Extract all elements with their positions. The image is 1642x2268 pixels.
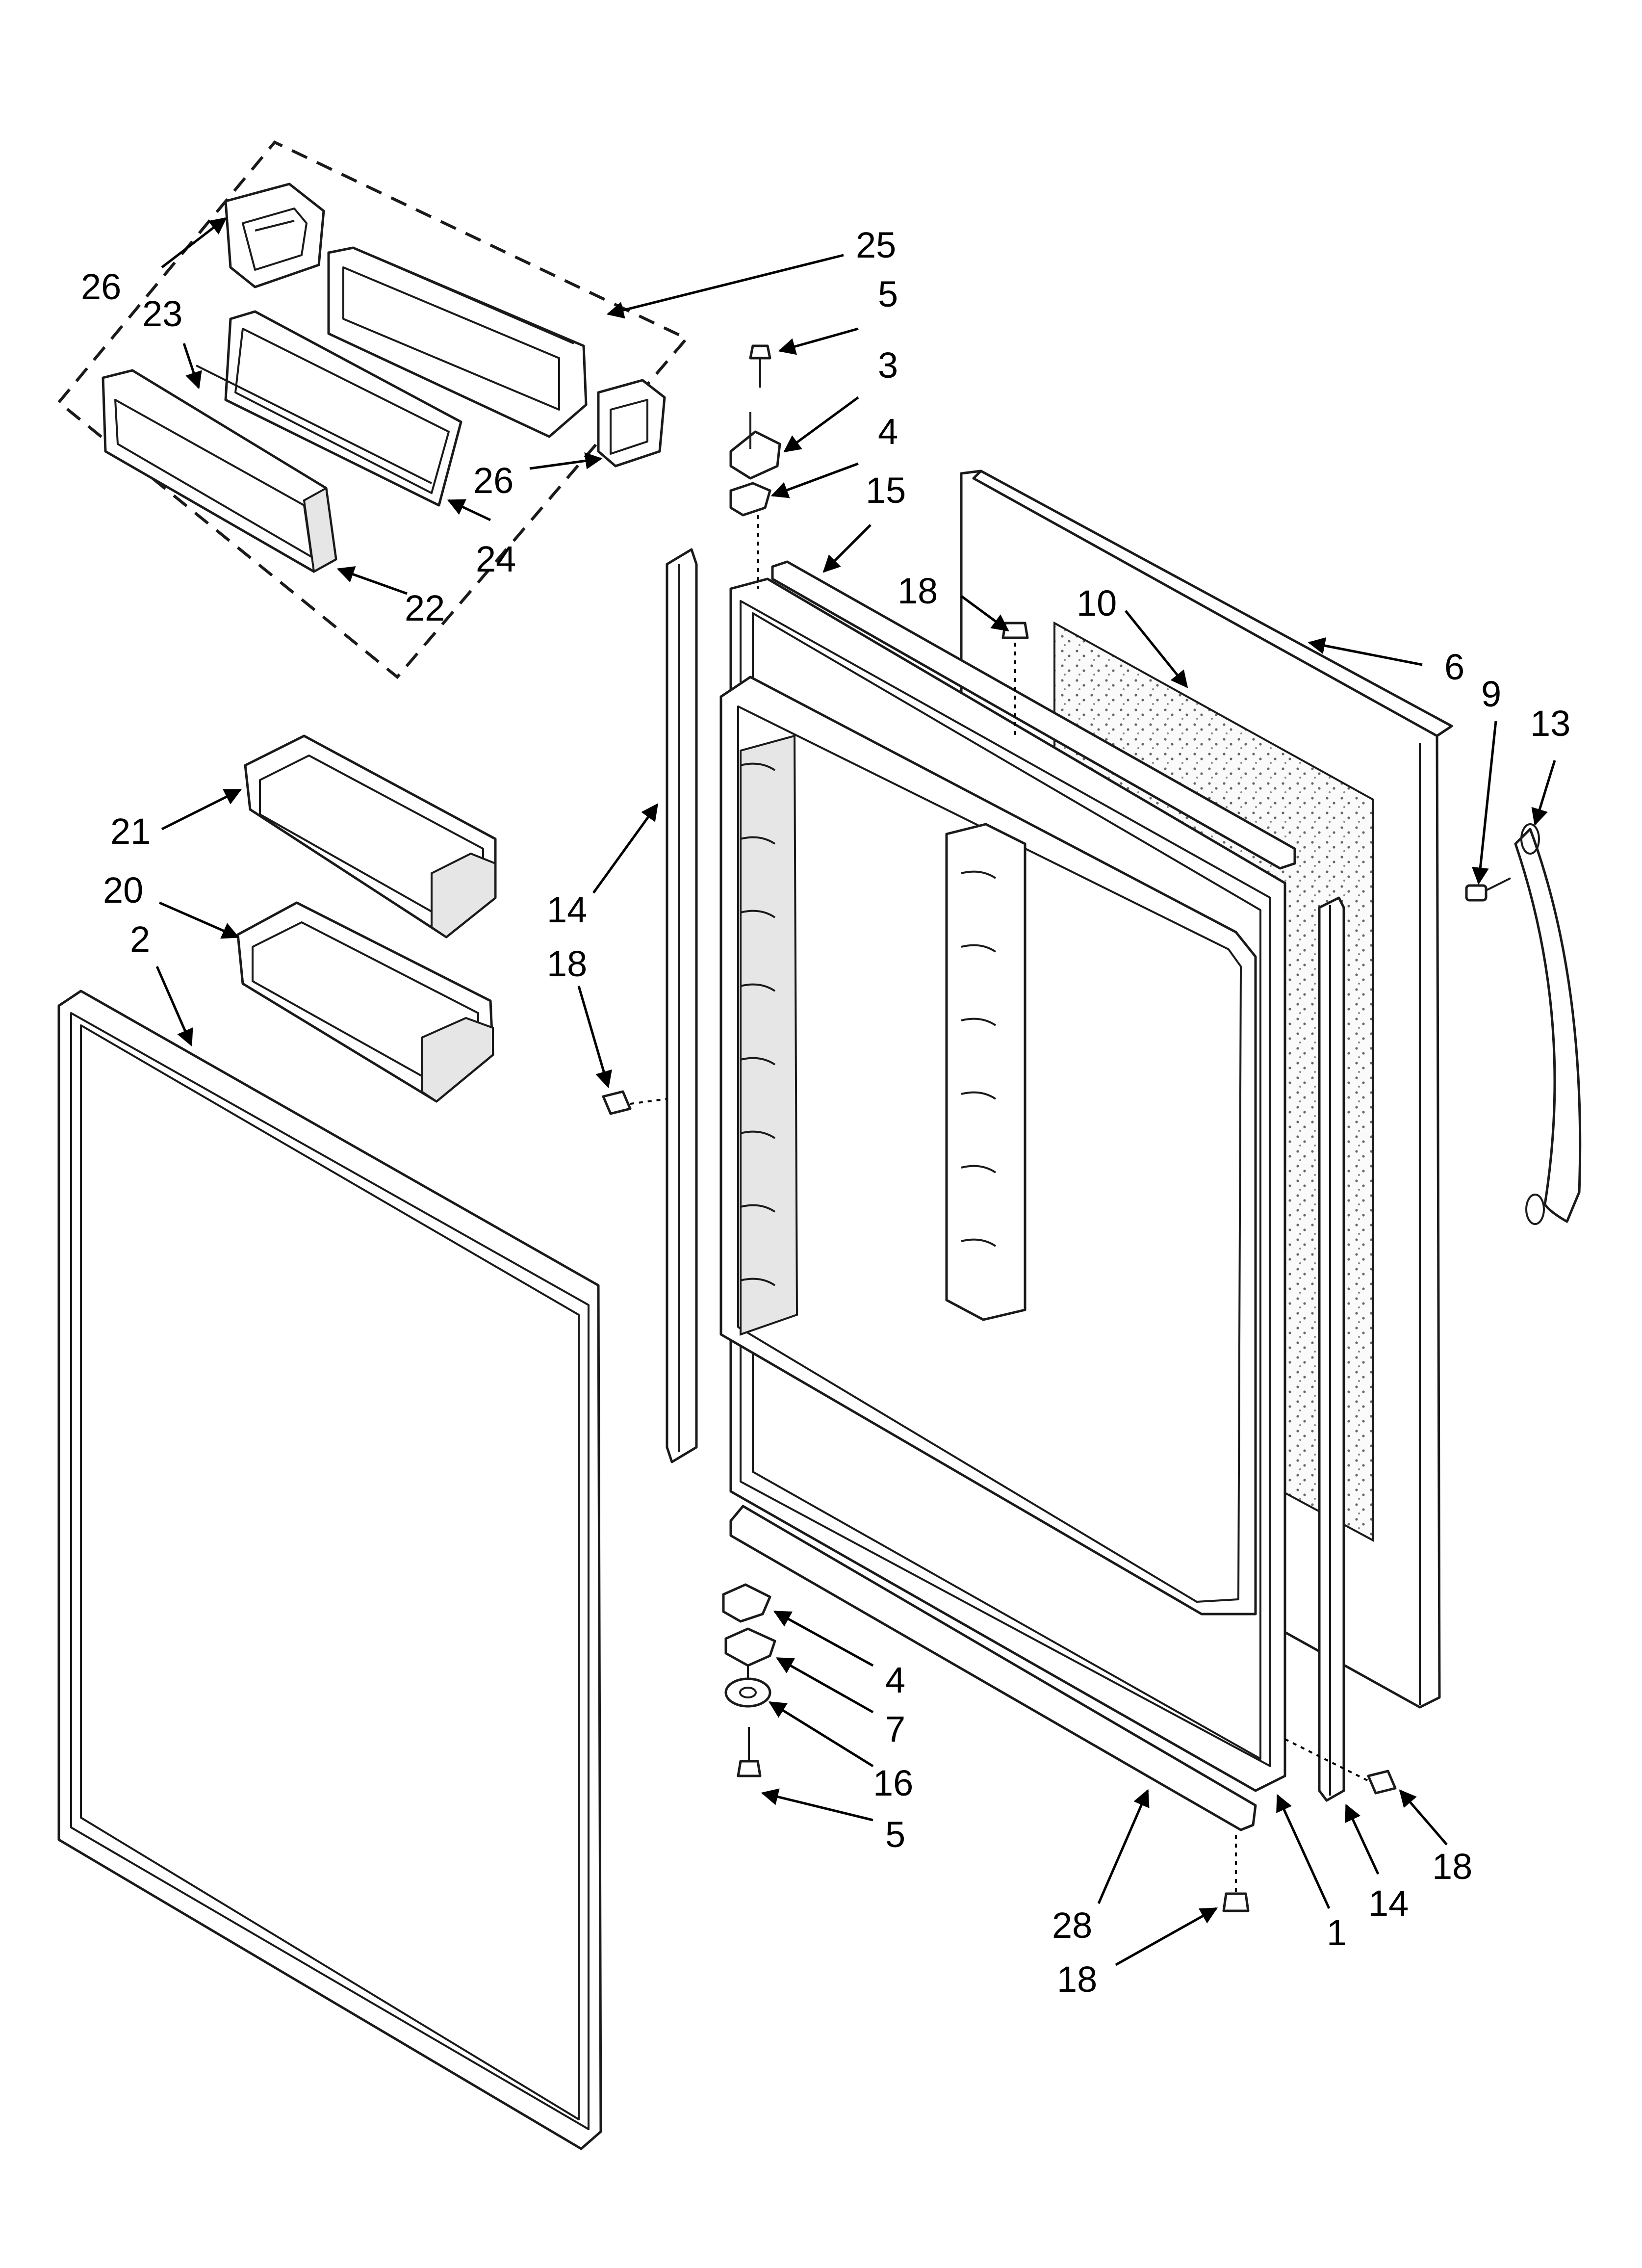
callout-9: 9 bbox=[1481, 674, 1501, 714]
callout-21: 21 bbox=[110, 811, 151, 852]
washer-part-16 bbox=[724, 1677, 771, 1708]
liner-left-bin-column bbox=[740, 734, 798, 1336]
hinge-spacer-part-4-bottom bbox=[722, 1583, 771, 1623]
hinge-screw-part-5-top bbox=[749, 344, 771, 388]
hinge-part-3 bbox=[729, 412, 781, 480]
callout-7: 7 bbox=[885, 1709, 905, 1749]
door-trim-part-14-left bbox=[666, 548, 698, 1463]
bracket-part-26-right bbox=[597, 379, 666, 468]
callout-2: 2 bbox=[130, 919, 150, 960]
callout-1: 1 bbox=[1327, 1912, 1347, 1953]
leader-lines bbox=[155, 217, 1556, 1966]
callout-14: 14 bbox=[547, 889, 587, 930]
callout-28: 28 bbox=[1052, 1905, 1092, 1946]
screw-part-18-bottom bbox=[1222, 1835, 1250, 1912]
callout-4: 4 bbox=[878, 411, 898, 452]
callout-24: 24 bbox=[476, 539, 516, 579]
bin-housing bbox=[327, 246, 588, 438]
bin-frame-part-24 bbox=[224, 310, 462, 507]
assembly-boundary-box bbox=[56, 140, 689, 679]
bottom-rail-part-28 bbox=[729, 1505, 1257, 1831]
door-liner-part-1 bbox=[719, 577, 1286, 1792]
liner-right-bin-column bbox=[945, 823, 1026, 1321]
trim-strip-part-23 bbox=[196, 365, 432, 484]
screw-part-9 bbox=[1465, 877, 1511, 902]
callout-18: 18 bbox=[1057, 1959, 1097, 2000]
bracket-part-26-left bbox=[224, 182, 325, 288]
callout-6: 6 bbox=[1444, 647, 1464, 687]
callout-10: 10 bbox=[1077, 583, 1117, 624]
callout-25: 25 bbox=[856, 225, 896, 265]
callout-20: 20 bbox=[103, 870, 143, 911]
top-rail-part-15 bbox=[771, 560, 1296, 870]
callout-13: 13 bbox=[1530, 703, 1570, 744]
screw-part-18-right bbox=[1284, 1738, 1397, 1795]
hinge-bracket-part-7 bbox=[724, 1627, 776, 1678]
screw-part-18-left bbox=[602, 1090, 667, 1115]
callout-26: 26 bbox=[81, 266, 121, 307]
hinge-screw-part-5-bottom bbox=[737, 1727, 762, 1777]
callout-18: 18 bbox=[1432, 1846, 1472, 1887]
callout-18: 18 bbox=[898, 571, 938, 611]
callout-18: 18 bbox=[547, 943, 587, 984]
callout-22: 22 bbox=[405, 588, 445, 628]
callout-5: 5 bbox=[878, 274, 898, 314]
callout-16: 16 bbox=[873, 1763, 913, 1803]
handle-part-13 bbox=[1514, 823, 1582, 1225]
callout-15: 15 bbox=[866, 470, 906, 511]
callout-labels: 26 25 23 5 3 4 26 24 22 15 18 10 6 9 13 … bbox=[81, 225, 1570, 2000]
callout-3: 3 bbox=[878, 345, 898, 386]
callout-5: 5 bbox=[885, 1814, 905, 1855]
door-shelf-part-21 bbox=[244, 734, 497, 938]
callout-23: 23 bbox=[142, 293, 182, 334]
callout-26: 26 bbox=[473, 460, 513, 501]
callout-4: 4 bbox=[885, 1660, 905, 1700]
door-gasket-part-2 bbox=[57, 990, 602, 2150]
callout-14: 14 bbox=[1368, 1883, 1409, 1924]
door-shelf-part-20 bbox=[236, 901, 494, 1103]
bin-cover-part-22 bbox=[102, 369, 337, 574]
door-trim-part-14-right bbox=[1318, 896, 1345, 1802]
hinge-spacer-part-4-top bbox=[729, 482, 771, 517]
